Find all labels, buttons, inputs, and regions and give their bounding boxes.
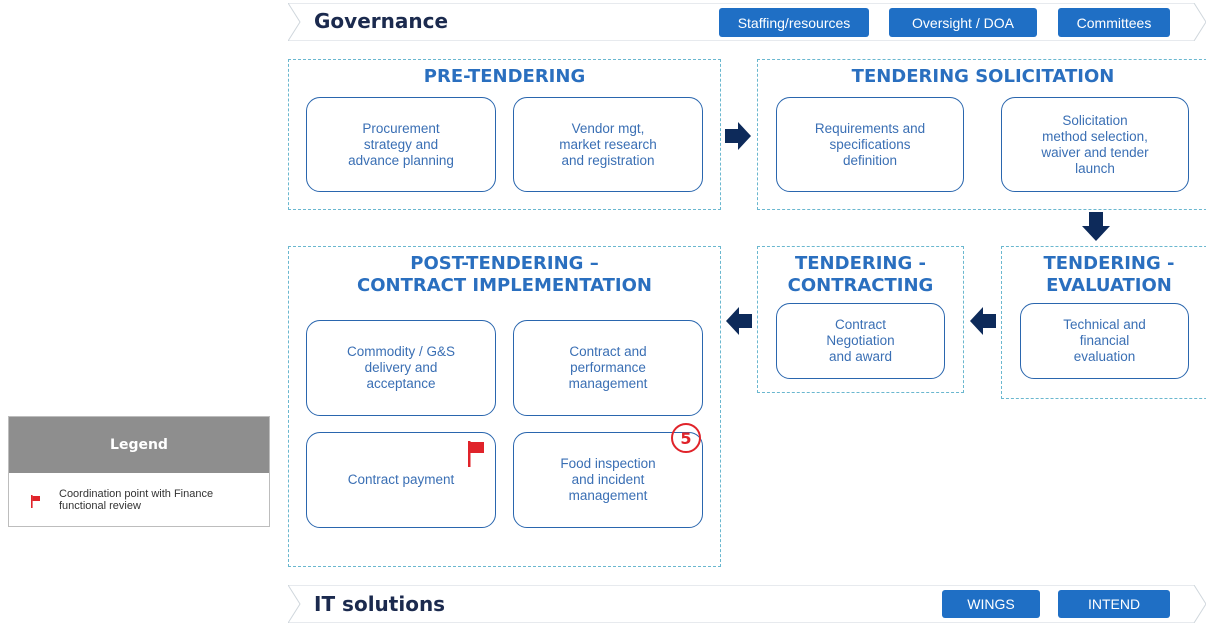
number-badge: 5 (671, 423, 701, 453)
staffing-resources-tag[interactable]: Staffing/resources (719, 8, 869, 37)
post-tendering-title: POST-TENDERING – CONTRACT IMPLEMENTATION (357, 253, 652, 296)
flag-icon (31, 495, 40, 508)
legend-item-label: Coordination point with Finance function… (59, 488, 214, 512)
pre-tendering-section: PRE-TENDERING (288, 59, 721, 210)
tendering-solicitation-title: TENDERING SOLICITATION (851, 66, 1115, 87)
requirements-specifications-box[interactable]: Requirements and specifications definiti… (776, 97, 964, 192)
legend: Legend Coordination point with Finance f… (8, 416, 270, 527)
tendering-evaluation-title: TENDERING - EVALUATION (1043, 253, 1175, 296)
intend-tag[interactable]: INTEND (1058, 590, 1170, 618)
solicitation-method-box[interactable]: Solicitation method selection, waiver an… (1001, 97, 1189, 192)
tendering-evaluation-section: TENDERING - EVALUATION (1001, 246, 1206, 399)
technical-financial-evaluation-box[interactable]: Technical and financial evaluation (1020, 303, 1189, 379)
wings-tag[interactable]: WINGS (942, 590, 1040, 618)
committees-tag[interactable]: Committees (1058, 8, 1170, 37)
arrow-down-icon (1082, 212, 1110, 241)
flag-icon (468, 441, 484, 467)
vendor-management-box[interactable]: Vendor mgt, market research and registra… (513, 97, 703, 192)
oversight-doa-tag[interactable]: Oversight / DOA (889, 8, 1037, 37)
post-tendering-section: POST-TENDERING – CONTRACT IMPLEMENTATION (288, 246, 721, 567)
legend-title: Legend (9, 417, 269, 473)
food-inspection-box[interactable]: Food inspection and incident management (513, 432, 703, 528)
arrow-left-icon (970, 307, 996, 335)
procurement-strategy-box[interactable]: Procurement strategy and advance plannin… (306, 97, 496, 192)
arrow-left-icon (726, 307, 752, 335)
pre-tendering-title: PRE-TENDERING (423, 66, 586, 87)
it-solutions-title: IT solutions (314, 592, 446, 616)
tendering-contracting-section: TENDERING - CONTRACTING (757, 246, 964, 393)
tendering-solicitation-section: TENDERING SOLICITATION (757, 59, 1206, 210)
contract-negotiation-box[interactable]: Contract Negotiation and award (776, 303, 945, 379)
contract-performance-box[interactable]: Contract and performance management (513, 320, 703, 416)
commodity-delivery-box[interactable]: Commodity / G&S delivery and acceptance (306, 320, 496, 416)
governance-title: Governance (314, 9, 449, 33)
arrow-right-icon (725, 122, 751, 150)
tendering-contracting-title: TENDERING - CONTRACTING (787, 253, 934, 296)
contract-payment-box[interactable]: Contract payment (306, 432, 496, 528)
